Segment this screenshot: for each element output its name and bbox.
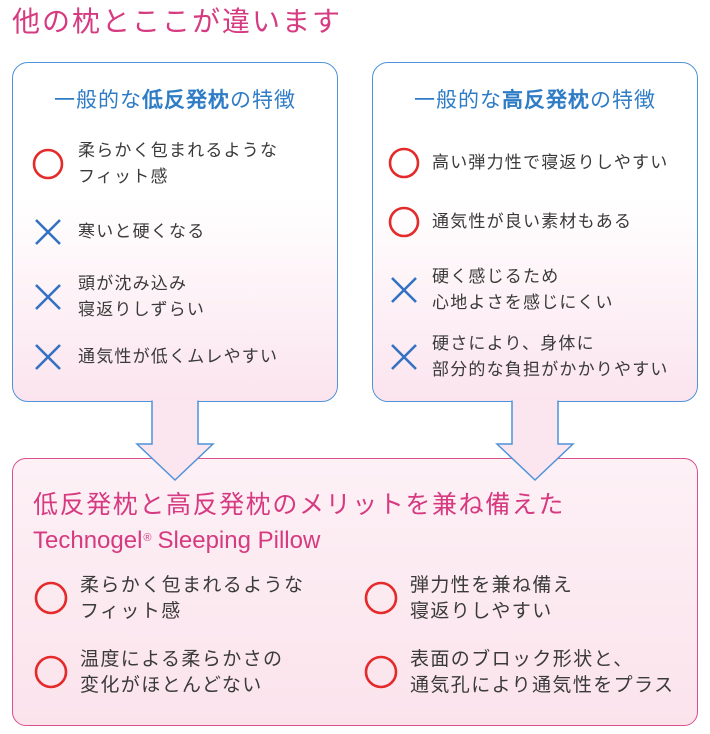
feature-text-line: 硬く感じるため	[432, 267, 560, 287]
circle-mark-icon	[388, 147, 420, 179]
feature-text: 頭が沈み込み 寝返りしずらい	[78, 271, 205, 323]
feature-text-line: 通気性が良い素材もある	[432, 212, 633, 232]
feature-text: 高い弾力性で寝返りしやすい	[432, 150, 668, 176]
circle-mark-icon	[388, 206, 420, 238]
feature-item: 通気性が低くムレやすい	[32, 341, 278, 373]
feature-item: 高い弾力性で寝返りしやすい	[388, 147, 668, 179]
feature-item: 柔らかく包まれるような フィット感	[32, 138, 278, 190]
page-title: 他の枕とここが違います	[12, 5, 343, 38]
feature-text: 硬さにより、身体に 部分的な負担がかかりやすい	[432, 331, 669, 383]
panel-high-rebound-pillow: 一般的な高反発枕の特徴 高い弾力性で寝返りしやすい 通気性が良い素材もある 硬く…	[372, 62, 698, 402]
benefit-text-line: 温度による柔らかさの	[80, 648, 284, 670]
panel-title: 一般的な低反発枕の特徴	[13, 86, 337, 114]
panel-low-rebound-pillow: 一般的な低反発枕の特徴 柔らかく包まれるような フィット感 寒いと硬くなる 頭が…	[12, 62, 338, 402]
product-brand: Technogel	[33, 527, 143, 554]
benefit-text-line: 柔らかく包まれるような	[80, 574, 305, 596]
feature-text: 通気性が低くムレやすい	[78, 344, 278, 370]
feature-item: 硬さにより、身体に 部分的な負担がかかりやすい	[388, 331, 669, 383]
feature-item: 頭が沈み込み 寝返りしずらい	[32, 271, 205, 323]
feature-text-line: 柔らかく包まれるような	[78, 141, 279, 161]
feature-text-line: 頭が沈み込み	[78, 274, 188, 294]
benefit-item: 温度による柔らかさの 変化がほとんどない	[34, 646, 283, 698]
benefit-text: 表面のブロック形状と、 通気孔により通気性をプラス	[410, 646, 674, 698]
cross-mark-icon	[388, 274, 420, 306]
registered-mark: ®	[143, 532, 152, 544]
feature-text-line: 心地よさを感じにくい	[432, 293, 614, 313]
feature-text-line: 寝返りしずらい	[78, 300, 206, 320]
product-name: Technogel® Sleeping Pillow	[33, 522, 320, 557]
feature-item: 硬く感じるため 心地よさを感じにくい	[388, 264, 614, 316]
circle-mark-icon	[34, 655, 68, 689]
feature-text-line: 寒いと硬くなる	[78, 222, 206, 242]
benefit-item: 柔らかく包まれるような フィット感	[34, 572, 304, 624]
panel-title-prefix: 一般的な	[54, 88, 142, 112]
circle-mark-icon	[364, 655, 398, 689]
circle-mark-icon	[34, 581, 68, 615]
benefit-text-line: 変化がほとんどない	[80, 674, 263, 696]
panel-title-suffix: の特徴	[590, 88, 656, 112]
feature-text-line: 硬さにより、身体に	[432, 334, 595, 354]
benefit-text: 柔らかく包まれるような フィット感	[80, 572, 304, 624]
result-panel: 低反発枕と高反発枕のメリットを兼ね備えた Technogel® Sleeping …	[12, 458, 698, 726]
feature-text-line: 高い弾力性で寝返りしやすい	[432, 153, 669, 173]
benefit-text: 温度による柔らかさの 変化がほとんどない	[80, 646, 283, 698]
feature-item: 寒いと硬くなる	[32, 216, 205, 248]
feature-text-line: 部分的な負担がかかりやすい	[432, 360, 669, 380]
benefit-text-line: 弾力性を兼ね備え	[410, 574, 574, 596]
benefit-item: 表面のブロック形状と、 通気孔により通気性をプラス	[364, 646, 674, 698]
feature-text: 寒いと硬くなる	[78, 219, 205, 245]
benefit-text: 弾力性を兼ね備え 寝返りしやすい	[410, 572, 573, 624]
cross-mark-icon	[32, 281, 64, 313]
cross-mark-icon	[32, 341, 64, 373]
benefit-text-line: フィット感	[80, 600, 182, 622]
result-headline: 低反発枕と高反発枕のメリットを兼ね備えた	[33, 490, 566, 519]
panel-title-prefix: 一般的な	[414, 88, 502, 112]
cross-mark-icon	[388, 341, 420, 373]
panel-title-suffix: の特徴	[230, 88, 296, 112]
cross-mark-icon	[32, 216, 64, 248]
benefit-text-line: 寝返りしやすい	[410, 600, 553, 622]
feature-text: 硬く感じるため 心地よさを感じにくい	[432, 264, 614, 316]
feature-text: 柔らかく包まれるような フィット感	[78, 138, 278, 190]
feature-item: 通気性が良い素材もある	[388, 206, 632, 238]
circle-mark-icon	[364, 581, 398, 615]
feature-text-line: 通気性が低くムレやすい	[78, 347, 279, 367]
panel-title-emphasis: 低反発枕	[142, 88, 230, 112]
circle-mark-icon	[32, 148, 64, 180]
benefit-item: 弾力性を兼ね備え 寝返りしやすい	[364, 572, 573, 624]
product-suffix: Sleeping Pillow	[157, 527, 321, 554]
panel-title-emphasis: 高反発枕	[502, 88, 590, 112]
feature-text-line: フィット感	[78, 167, 169, 187]
benefit-text-line: 通気孔により通気性をプラス	[410, 674, 675, 696]
panel-title: 一般的な高反発枕の特徴	[373, 86, 697, 114]
benefit-text-line: 表面のブロック形状と、	[410, 648, 634, 670]
feature-text: 通気性が良い素材もある	[432, 209, 632, 235]
